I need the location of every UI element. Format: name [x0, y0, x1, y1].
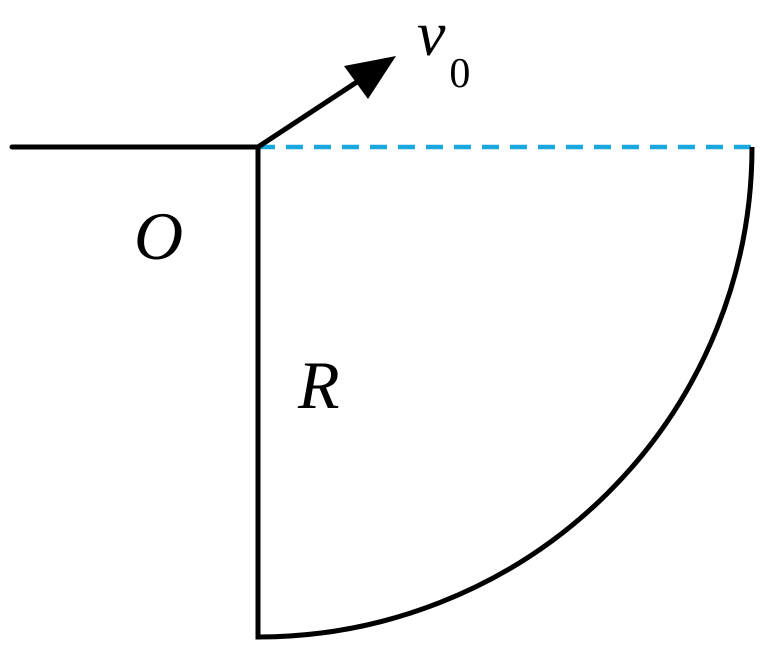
origin-label: O: [134, 198, 183, 274]
velocity-arrow-shaft: [255, 73, 369, 150]
velocity-label: v0: [417, 0, 470, 97]
quarter-circle-arc: [257, 146, 755, 640]
velocity-symbol: v: [417, 0, 446, 69]
velocity-subscript: 0: [449, 51, 470, 97]
radius-label: R: [297, 347, 340, 423]
velocity-arrowhead: [344, 56, 396, 99]
